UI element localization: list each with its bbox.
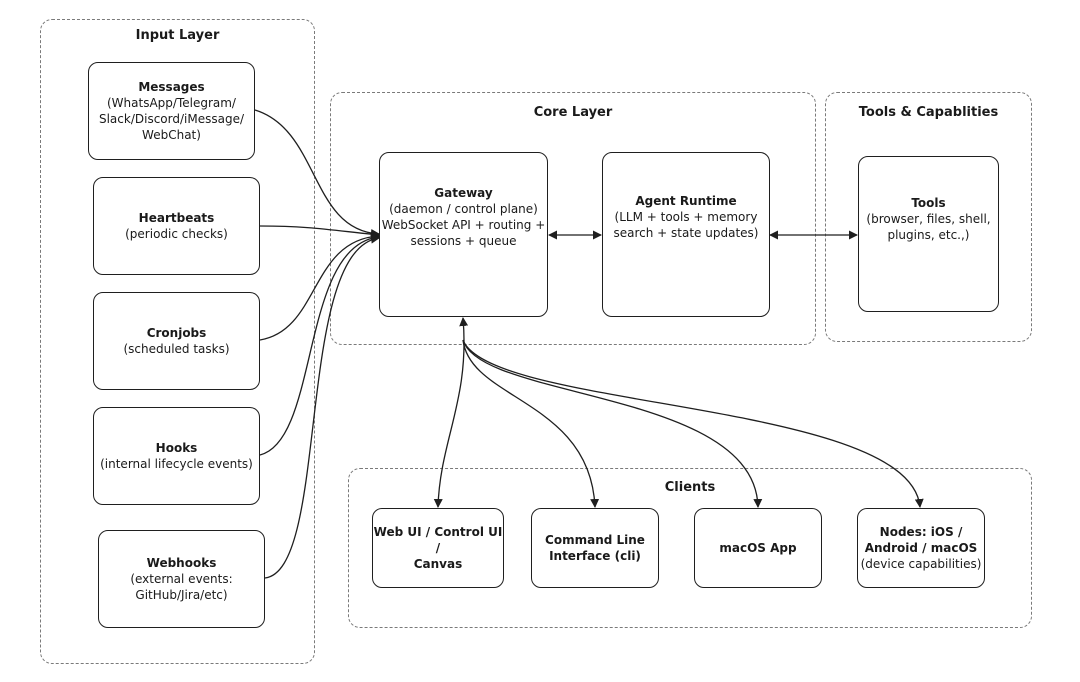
gateway-macos-arrow — [462, 339, 763, 508]
input-layer-group: Input Layer — [40, 19, 315, 664]
gateway-cli-arrow — [462, 339, 600, 508]
heartbeats-title: Heartbeats — [138, 211, 215, 225]
clients-group: Clients — [348, 468, 1032, 628]
webhooks-subtitle: (external events: GitHub/Jira/etc) — [130, 572, 233, 602]
core-layer-title: Core Layer — [533, 105, 613, 120]
input-layer-title: Input Layer — [135, 28, 220, 43]
hooks-subtitle: (internal lifecycle events) — [100, 457, 253, 471]
agent-runtime-node: Agent Runtime (LLM + tools + memory sear… — [602, 152, 770, 317]
agent-runtime-subtitle: (LLM + tools + memory search + state upd… — [613, 209, 759, 240]
messages-to-gateway-arrow — [254, 109, 380, 239]
cronjobs-subtitle: (scheduled tasks) — [123, 342, 230, 356]
web-ui-title: Web UI / Control UI / Canvas — [373, 525, 503, 571]
macos-app-title: macOS App — [719, 541, 797, 555]
hooks-to-gateway-arrow — [259, 233, 380, 456]
heartbeats-node: Heartbeats (periodic checks) — [93, 177, 260, 275]
tools-title: Tools — [911, 196, 946, 210]
cronjobs-node: Cronjobs (scheduled tasks) — [93, 292, 260, 390]
clients-group-title: Clients — [664, 480, 716, 495]
device-nodes-node: Nodes: iOS / Android / macOS (device cap… — [857, 508, 985, 588]
gateway-subtitle: (daemon / control plane) WebSocket API +… — [381, 201, 546, 248]
tools-group: Tools & Capablities — [825, 92, 1032, 342]
webhooks-to-gateway-arrow — [264, 234, 380, 579]
hooks-title: Hooks — [155, 441, 198, 455]
tools-node: Tools (browser, files, shell, plugins, e… — [858, 156, 999, 312]
cli-node: Command Line Interface (cli) — [531, 508, 659, 588]
cli-title: Command Line Interface (cli) — [545, 533, 645, 563]
heartbeats-subtitle: (periodic checks) — [125, 227, 228, 241]
gateway-nodes-arrow — [462, 339, 924, 508]
tools-subtitle: (browser, files, shell, plugins, etc.,) — [866, 212, 991, 242]
webhooks-title: Webhooks — [146, 556, 217, 570]
core-layer-group: Core Layer — [330, 92, 816, 345]
messages-subtitle: (WhatsApp/Telegram/ Slack/Discord/iMessa… — [98, 96, 244, 142]
tools-group-title: Tools & Capablities — [858, 105, 999, 120]
agent-runtime-title: Agent Runtime — [635, 193, 737, 208]
cronjobs-to-gateway-arrow — [259, 231, 380, 341]
gateway-node: Gateway (daemon / control plane) WebSock… — [379, 152, 548, 317]
messages-title: Messages — [138, 80, 205, 94]
web-ui-node: Web UI / Control UI / Canvas — [372, 508, 504, 588]
heartbeats-to-gateway-arrow — [259, 225, 380, 239]
gateway-title: Gateway — [434, 185, 493, 200]
device-nodes-title: Nodes: iOS / Android / macOS — [864, 525, 978, 555]
webhooks-node: Webhooks (external events: GitHub/Jira/e… — [98, 530, 265, 628]
messages-node: Messages (WhatsApp/Telegram/ Slack/Disco… — [88, 62, 255, 160]
device-nodes-subtitle: (device capabilities) — [860, 557, 982, 571]
cronjobs-title: Cronjobs — [146, 326, 207, 340]
hooks-node: Hooks (internal lifecycle events) — [93, 407, 260, 505]
gateway-webui-arrow — [433, 317, 469, 508]
macos-app-node: macOS App — [694, 508, 822, 588]
